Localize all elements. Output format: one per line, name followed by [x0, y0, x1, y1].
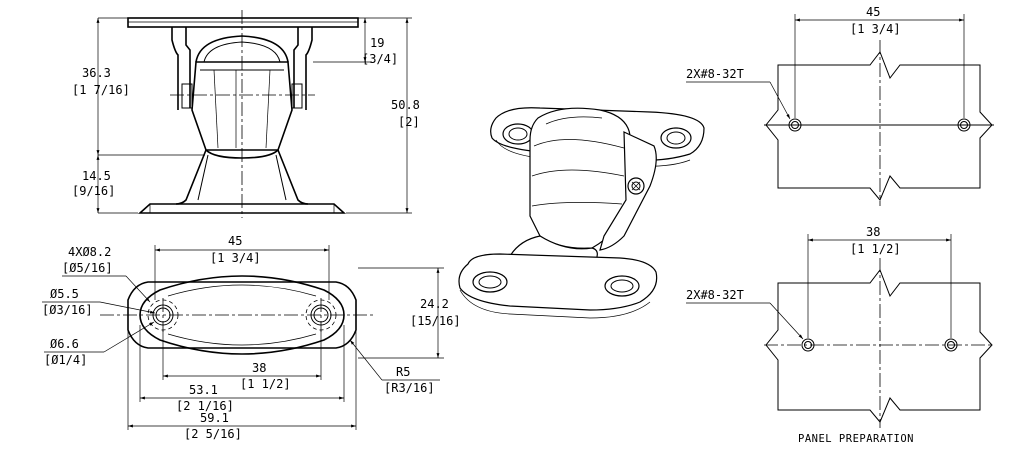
dim-36-3-in: [1 7/16] — [72, 83, 130, 97]
dim-38-in: [1 1/2] — [240, 377, 291, 391]
dim-53-1: 53.1 — [189, 383, 218, 397]
bracket-arm-right — [305, 27, 313, 110]
panel-upper: 45 [1 3/4] 2X#8-32T — [686, 5, 994, 206]
top-flange-plate — [127, 17, 359, 28]
dim-5-5-in: [Ø3/16] — [42, 303, 93, 317]
dim-50-8-in: [2] — [398, 115, 420, 129]
panel-upper-outline — [765, 50, 993, 201]
dim-6-6-in: [Ø1/4] — [44, 353, 87, 367]
bracket-arm-left — [171, 27, 179, 110]
panel-caption: PANEL PREPARATION — [798, 433, 914, 445]
isometric-view — [458, 107, 705, 319]
dim-24-2: 24.2 — [420, 297, 449, 311]
panel-lower-outline — [765, 268, 993, 423]
dim-53-1-in: [2 1/16] — [176, 399, 234, 413]
dim-19: 19 — [370, 36, 384, 50]
dim-36-3: 36.3 — [82, 66, 111, 80]
dim-45: 45 — [228, 234, 242, 248]
iso-side-arm — [599, 131, 657, 251]
dim-59-1: 59.1 — [200, 411, 229, 425]
dim-14-5: 14.5 — [82, 169, 111, 183]
panel-upper-dim-45: 45 — [866, 5, 880, 19]
panel-upper-tap-note: 2X#8-32T — [686, 67, 744, 81]
dim-6-6: Ø6.6 — [50, 337, 79, 351]
dim-5-5: Ø5.5 — [50, 287, 79, 301]
dim-38: 38 — [252, 361, 266, 375]
dim-14-5-in: [9/16] — [72, 184, 115, 198]
base-outline — [127, 281, 357, 349]
dim-50-8: 50.8 — [391, 98, 420, 112]
iso-neck — [508, 235, 598, 261]
dim-45-in: [1 3/4] — [210, 251, 261, 265]
radius: R5 — [396, 365, 410, 379]
top-view: 45 [1 3/4] 4XØ8.2 [Ø5/16] Ø5.5 [Ø3/16] Ø… — [42, 234, 461, 441]
panel-lower-tap-note: 2X#8-32T — [686, 288, 744, 302]
iso-base-plate — [458, 253, 658, 311]
panel-lower-dim-38-in: [1 1/2] — [850, 242, 901, 256]
panel-upper-dim-45-in: [1 3/4] — [850, 22, 901, 36]
front-view: 36.3 [1 7/16] 14.5 [9/16] 19 [3/4] 50.8 … — [72, 10, 420, 218]
dim-24-2-in: [15/16] — [410, 314, 461, 328]
panel-lower: 38 [1 1/2] 2X#8-32T PANEL PREPARATION — [686, 225, 994, 445]
radius-in: [R3/16] — [384, 381, 435, 395]
dim-59-1-in: [2 5/16] — [184, 427, 242, 441]
holes-note-in: [Ø5/16] — [62, 261, 113, 275]
panel-lower-dim-38: 38 — [866, 225, 880, 239]
inner-lens — [139, 275, 345, 355]
dim-19-in: [3/4] — [362, 52, 398, 66]
holes-note: 4XØ8.2 — [68, 245, 111, 259]
